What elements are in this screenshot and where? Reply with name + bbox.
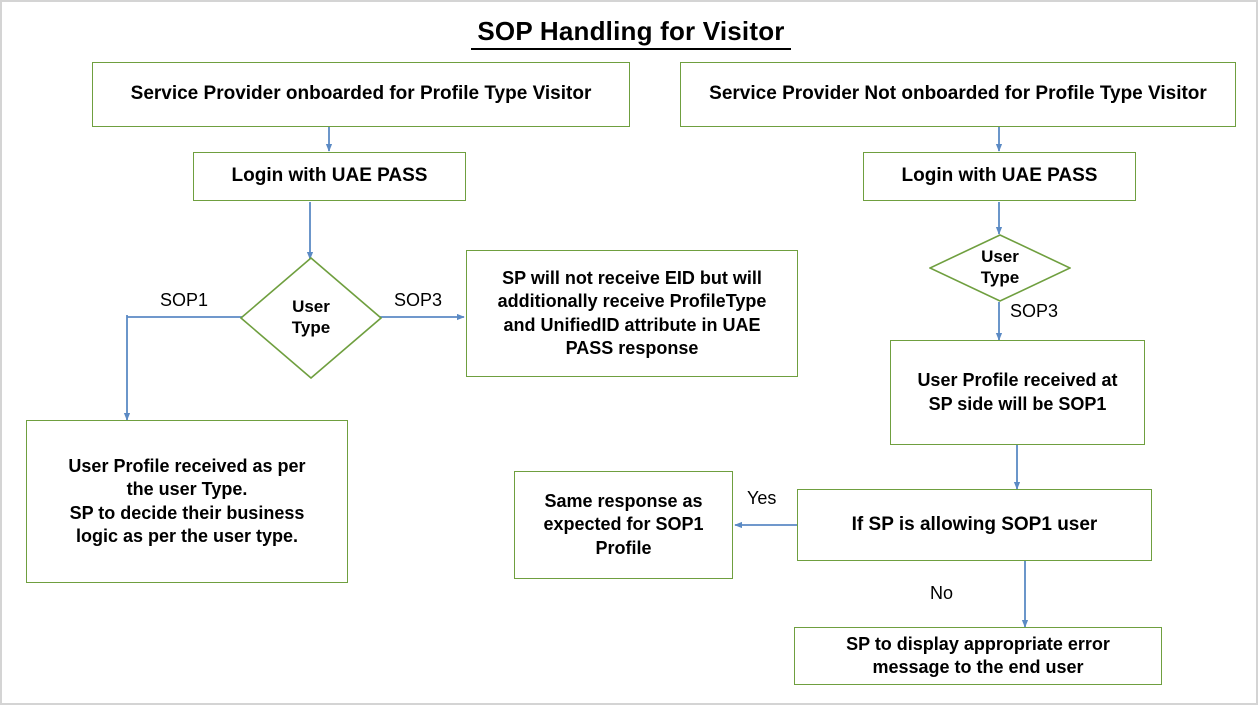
edge-label-sop3-left: SOP3	[394, 290, 442, 311]
node-if-sp-allowing[interactable]: If SP is allowing SOP1 user	[797, 489, 1152, 561]
edge-label-sop3-right-text: SOP3	[1010, 301, 1059, 321]
node-user-type-right[interactable]: User Type	[929, 234, 1071, 302]
edge-label-sop3-right: SOP3	[1010, 301, 1058, 322]
node-sp-onboarded-label: Service Provider onboarded for Profile T…	[130, 83, 592, 105]
node-user-profile-right-label: User Profile received at SP side will be…	[917, 370, 1118, 414]
node-sp-not-onboarded-label: Service Provider Not onboarded for Profi…	[709, 83, 1207, 105]
node-sp-response-label: SP will not receive EID but will additio…	[497, 268, 767, 358]
page-title: SOP Handling for Visitor	[2, 16, 1256, 50]
node-sp-not-onboarded[interactable]: Service Provider Not onboarded for Profi…	[680, 62, 1236, 127]
node-user-type-right-label: User Type	[980, 247, 1020, 287]
edge-label-sop3-left-text: SOP3	[394, 290, 443, 310]
node-user-type-left[interactable]: User Type	[240, 257, 382, 379]
node-login-right[interactable]: Login with UAE PASS	[863, 152, 1136, 201]
edge-label-sop1-left: SOP1	[160, 290, 208, 311]
edge-label-yes: Yes	[747, 488, 776, 509]
page-title-text: SOP Handling for Visitor	[471, 16, 791, 50]
node-user-profile-left-label: User Profile received as per the user Ty…	[68, 456, 306, 546]
node-same-response-label: Same response as expected for SOP1 Profi…	[543, 491, 704, 558]
edge-label-no-text: No	[930, 583, 954, 603]
node-error-message[interactable]: SP to display appropriate error message …	[794, 627, 1162, 685]
node-user-profile-left[interactable]: User Profile received as per the user Ty…	[26, 420, 348, 583]
diamond-shape-left	[240, 257, 382, 379]
node-if-sp-allowing-label: If SP is allowing SOP1 user	[851, 513, 1098, 535]
node-user-profile-right[interactable]: User Profile received at SP side will be…	[890, 340, 1145, 445]
node-sp-response[interactable]: SP will not receive EID but will additio…	[466, 250, 798, 377]
diamond-shape-right	[929, 234, 1071, 302]
edge-label-sop1-left-text: SOP1	[160, 290, 209, 310]
node-same-response[interactable]: Same response as expected for SOP1 Profi…	[514, 471, 733, 579]
edge-label-yes-text: Yes	[747, 488, 777, 508]
node-sp-onboarded[interactable]: Service Provider onboarded for Profile T…	[92, 62, 630, 127]
node-login-left[interactable]: Login with UAE PASS	[193, 152, 466, 201]
edge-label-no: No	[930, 583, 953, 604]
node-login-right-label: Login with UAE PASS	[901, 165, 1098, 187]
node-login-left-label: Login with UAE PASS	[231, 165, 428, 187]
node-user-type-left-label: User Type	[291, 297, 331, 337]
node-error-message-label: SP to display appropriate error message …	[846, 633, 1110, 677]
